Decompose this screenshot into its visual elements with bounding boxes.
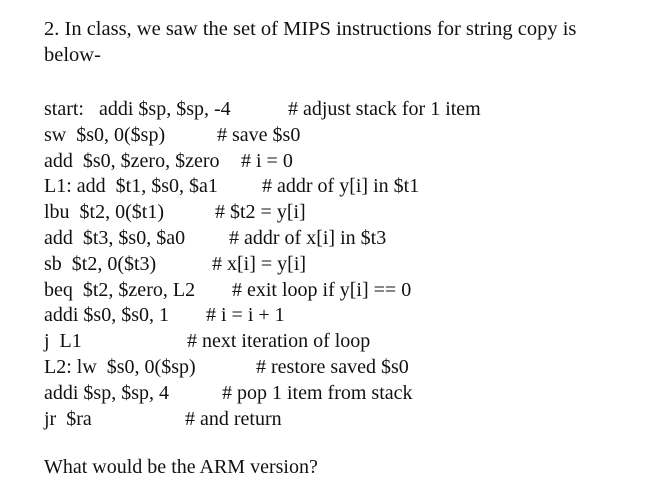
code-comment: # restore saved $s0 xyxy=(256,355,409,378)
code-line-8: beq $t2, $zero, L2 # exit loop if y[i] =… xyxy=(44,279,634,305)
code-instruction: addi $s0, $s0, 1 xyxy=(44,304,169,327)
question-text: 2. In class, we saw the set of MIPS inst… xyxy=(44,18,577,66)
code-instruction: beq $t2, $zero, L2 xyxy=(44,278,196,301)
code-line-12: addi $sp, $sp, 4 # pop 1 item from stack xyxy=(44,382,634,408)
code-instruction: sw $s0, 0($sp) xyxy=(44,123,166,146)
code-line-10: j L1 # next iteration of loop xyxy=(44,330,634,356)
code-comment: # and return xyxy=(185,407,282,430)
code-line-11: L2: lw $s0, 0($sp) # restore saved $s0 xyxy=(44,356,634,382)
code-comment: # addr of y[i] in $t1 xyxy=(262,175,420,198)
code-line-1: start: addi $sp, $sp, -4 # adjust stack … xyxy=(44,98,634,124)
code-instruction: L2: lw $s0, 0($sp) xyxy=(44,355,196,378)
code-instruction: addi $sp, $sp, 4 xyxy=(44,381,169,404)
code-line-7: sb $t2, 0($t3) # x[i] = y[i] xyxy=(44,253,634,279)
code-comment: # next iteration of loop xyxy=(187,330,371,353)
code-comment: # exit loop if y[i] == 0 xyxy=(232,278,412,301)
code-comment: # $t2 = y[i] xyxy=(215,201,306,224)
code-line-6: add $t3, $s0, $a0 # addr of x[i] in $t3 xyxy=(44,227,634,253)
code-comment: # addr of x[i] in $t3 xyxy=(229,226,387,249)
footer-question: What would be the ARM version? xyxy=(44,456,318,478)
code-comment: # adjust stack for 1 item xyxy=(288,98,481,120)
code-line-13: jr $ra # and return xyxy=(44,408,634,434)
code-line-3: add $s0, $zero, $zero # i = 0 xyxy=(44,150,634,176)
code-instruction: start: addi $sp, $sp, -4 xyxy=(44,98,231,120)
code-line-2: sw $s0, 0($sp) # save $s0 xyxy=(44,124,634,150)
code-instruction: L1: add $t1, $s0, $a1 xyxy=(44,175,218,198)
code-block: start: addi $sp, $sp, -4 # adjust stack … xyxy=(44,98,634,433)
code-instruction: add $s0, $zero, $zero xyxy=(44,149,220,172)
code-comment: # x[i] = y[i] xyxy=(212,252,307,275)
code-comment: # pop 1 item from stack xyxy=(222,381,413,404)
code-instruction: lbu $t2, 0($t1) xyxy=(44,201,164,224)
code-line-5: lbu $t2, 0($t1) # $t2 = y[i] xyxy=(44,201,634,227)
code-instruction: j L1 xyxy=(44,330,82,353)
code-comment: # i = 0 xyxy=(241,149,293,172)
code-line-9: addi $s0, $s0, 1 # i = i + 1 xyxy=(44,304,634,330)
code-instruction: jr $ra xyxy=(44,407,92,430)
code-comment: # i = i + 1 xyxy=(206,304,285,327)
code-instruction: add $t3, $s0, $a0 xyxy=(44,226,186,249)
code-comment: # save $s0 xyxy=(217,123,301,146)
code-instruction: sb $t2, 0($t3) xyxy=(44,252,157,275)
code-line-4: L1: add $t1, $s0, $a1 # addr of y[i] in … xyxy=(44,175,634,201)
